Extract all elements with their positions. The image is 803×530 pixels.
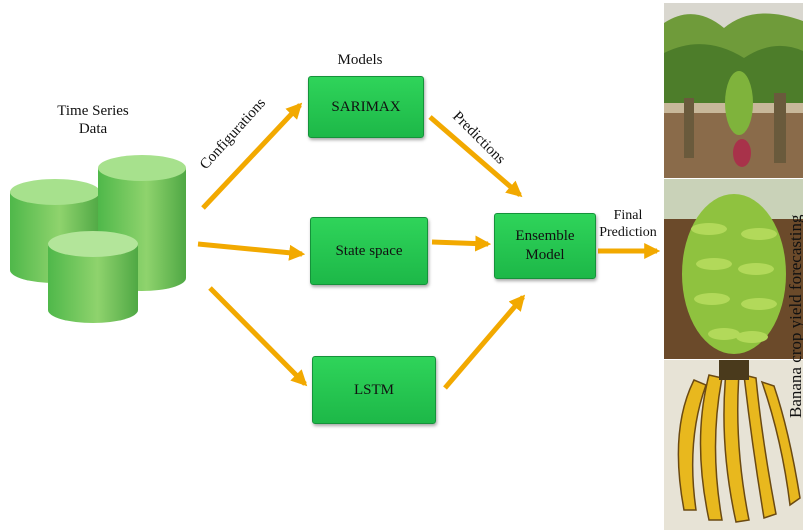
sarimax-model-box: SARIMAX — [308, 76, 424, 138]
state-space-model-box: State space — [310, 217, 428, 285]
ensemble-model-box: Ensemble Model — [494, 213, 596, 279]
ripe-bananas-photo — [664, 360, 803, 530]
arrow-lstm-to-ensemble — [443, 294, 526, 390]
models-heading: Models — [337, 52, 383, 68]
time-series-database-icon — [10, 155, 186, 323]
arrow-data-to-state-space — [197, 241, 306, 261]
green-banana-bunch-photo — [664, 179, 803, 359]
arrow-data-to-sarimax — [201, 102, 303, 210]
arrow-state-space-to-ensemble — [431, 235, 492, 252]
banana-yield-caption: Banana crop yield forecasting — [786, 214, 803, 418]
lstm-model-box: LSTM — [312, 356, 436, 424]
arrow-sarimax-to-ensemble — [428, 115, 523, 198]
banana-plantation-photo — [664, 3, 803, 178]
time-series-data-label: Time Series Data — [57, 103, 129, 137]
arrow-data-to-lstm — [208, 286, 308, 387]
final-prediction-label: Final Prediction — [599, 208, 657, 240]
